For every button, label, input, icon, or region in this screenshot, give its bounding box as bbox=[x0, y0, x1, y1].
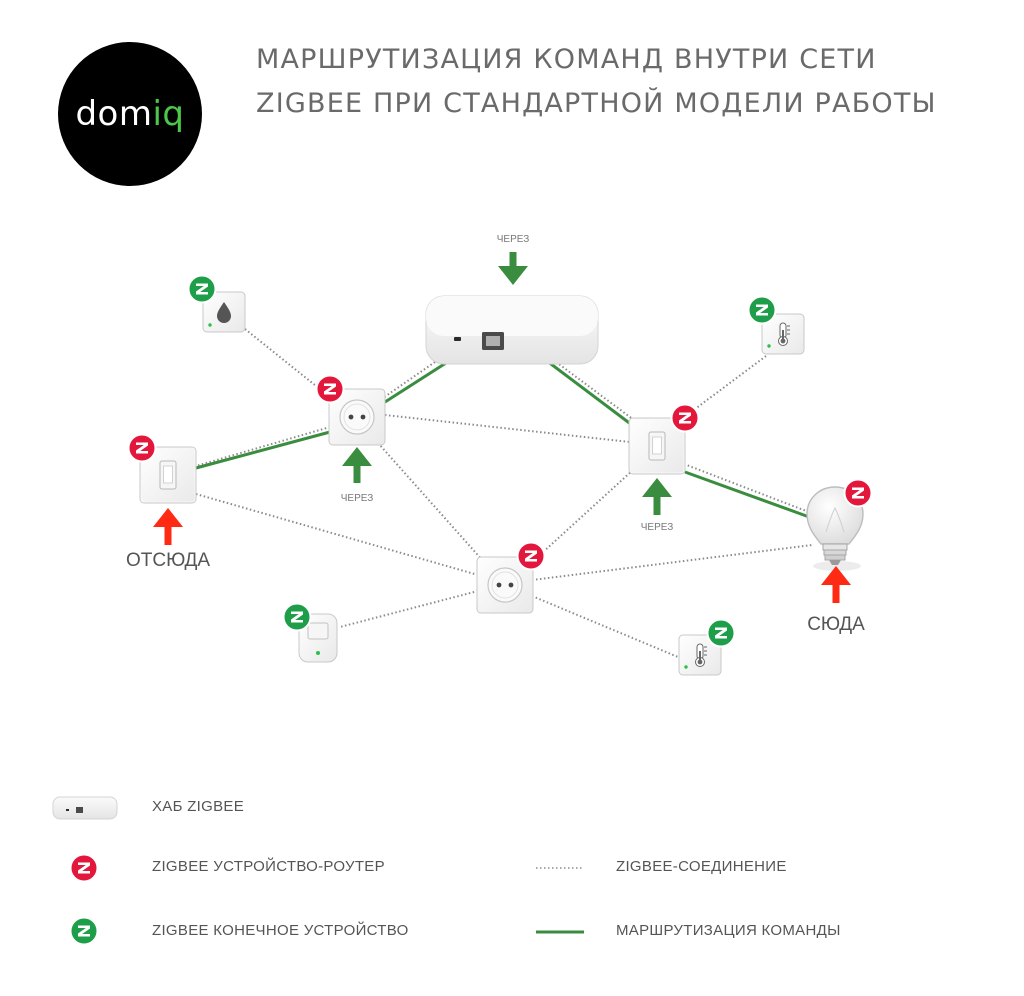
via-arrow-icon bbox=[342, 447, 372, 483]
zigbee-link-outlet-center-to-motion bbox=[339, 590, 479, 628]
legend-hub-icon bbox=[52, 796, 118, 820]
zigbee-link-outlet-top-to-switch-left bbox=[195, 426, 331, 467]
zigbee-link-switch-left-to-outlet-center bbox=[195, 493, 479, 576]
zigbee-link-hub-to-outlet-top bbox=[382, 345, 459, 399]
page-title-line-1: МАРШРУТИЗАЦИЯ КОМАНД ВНУТРИ СЕТИ bbox=[256, 44, 877, 75]
temperature-sensor-top-end-device bbox=[749, 297, 805, 355]
zigbee-link-outlet-center-to-temp-bottom bbox=[531, 595, 679, 658]
zigbee-link-switch-right-to-bulb bbox=[683, 463, 815, 515]
end-device-badge-icon bbox=[708, 620, 735, 647]
source-arrow-icon bbox=[153, 508, 183, 545]
legend-end-device-icon bbox=[71, 918, 98, 945]
end-device-badge-icon bbox=[749, 297, 776, 324]
router-badge-icon bbox=[845, 480, 872, 507]
via-arrow-icon bbox=[498, 252, 528, 285]
zigbee-hub-device bbox=[425, 295, 599, 365]
motion-sensor-end-device bbox=[284, 604, 338, 663]
outlet-center-router bbox=[476, 543, 545, 614]
legend-connection-label: ZIGBEE-СОЕДИНЕНИЕ bbox=[616, 858, 787, 875]
light-bulb-router bbox=[806, 480, 872, 571]
route-hub-to-switch-right bbox=[542, 356, 633, 427]
water-leak-sensor-end-device bbox=[189, 276, 246, 333]
from-label: ОТСЮДА bbox=[126, 550, 210, 571]
via-label: ЧЕРЕЗ bbox=[341, 493, 374, 504]
zigbee-link-switch-right-to-outlet-center bbox=[530, 469, 634, 564]
router-badge-icon bbox=[518, 543, 545, 570]
router-badge-icon bbox=[317, 376, 344, 403]
legend-router-label: ZIGBEE УСТРОЙСТВО-РОУТЕР bbox=[152, 858, 385, 875]
page-title-line-2: ZIGBEE ПРИ СТАНДАРТНОЙ МОДЕЛИ РАБОТЫ bbox=[256, 88, 937, 119]
legend-routing-label: МАРШРУТИЗАЦИЯ КОМАНДЫ bbox=[616, 922, 841, 939]
zigbee-link-outlet-center-to-bulb bbox=[531, 544, 813, 581]
outlet-top-router bbox=[317, 376, 386, 446]
legend-router-icon bbox=[71, 855, 98, 882]
zigbee-link-outlet-top-to-switch-right bbox=[384, 414, 631, 443]
switch-right-router bbox=[628, 405, 699, 475]
switch-left-router bbox=[129, 435, 197, 504]
via-label: ЧЕРЕЗ bbox=[497, 234, 530, 245]
router-badge-icon bbox=[129, 435, 156, 462]
router-badge-icon bbox=[672, 405, 699, 432]
via-arrow-icon bbox=[642, 478, 672, 515]
legend-hub-label: ХАБ ZIGBEE bbox=[152, 798, 245, 815]
via-label: ЧЕРЕЗ bbox=[641, 522, 674, 533]
end-device-badge-icon bbox=[284, 604, 311, 631]
zigbee-link-temp-top-to-switch-right bbox=[682, 355, 767, 419]
end-device-badge-icon bbox=[189, 276, 216, 303]
route-switch-left-to-outlet-top bbox=[195, 430, 331, 470]
domiq-logo: domiq bbox=[58, 42, 202, 186]
route-switch-right-to-bulb bbox=[684, 470, 813, 520]
to-label: СЮДА bbox=[807, 614, 865, 635]
destination-arrow-icon bbox=[821, 566, 851, 603]
zigbee-link-outlet-top-to-outlet-center bbox=[377, 442, 485, 563]
logo-text: domiq bbox=[75, 94, 185, 134]
temperature-sensor-bottom-end-device bbox=[678, 620, 735, 676]
legend-end-device-label: ZIGBEE КОНЕЧНОЕ УСТРОЙСТВО bbox=[152, 922, 409, 939]
